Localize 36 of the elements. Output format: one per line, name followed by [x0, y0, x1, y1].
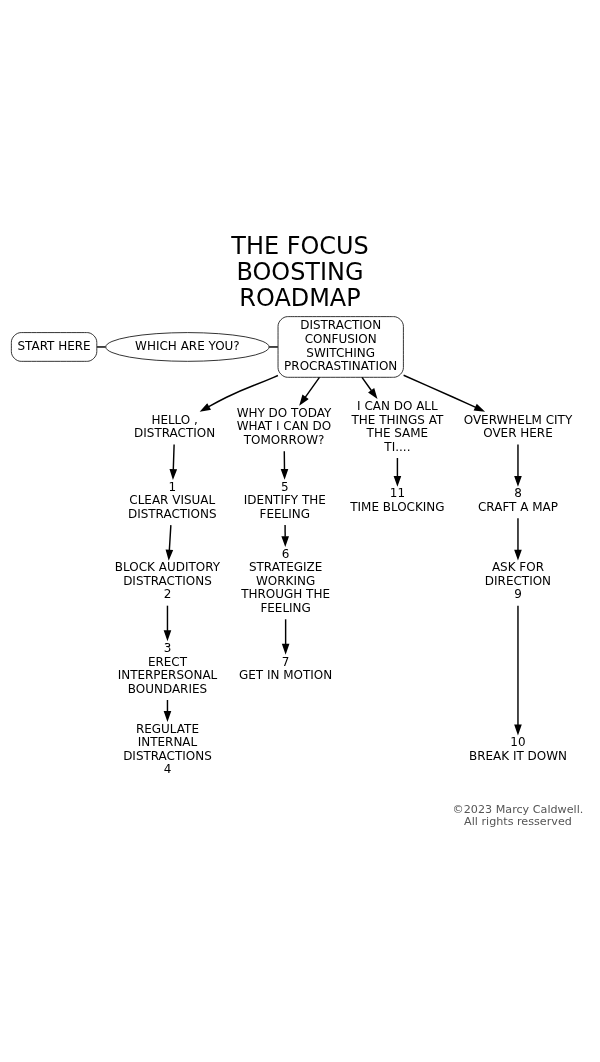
node-text: 1 CLEAR VISUAL DISTRACTIONS — [127, 479, 217, 521]
node-ellipse: WHICH ARE YOU? — [105, 332, 270, 362]
arrow — [393, 457, 402, 487]
diagram-title: THE FOCUS BOOSTING ROADMAP — [231, 231, 369, 313]
arrow — [514, 517, 522, 561]
arrow — [280, 450, 289, 480]
node-text: ASK FOR DIRECTION 9 — [484, 560, 552, 602]
node-text: 5 IDENTIFY THE FEELING — [243, 479, 326, 521]
connector — [96, 346, 107, 348]
node-text: OVERWHELM CITY OVER HERE — [463, 412, 573, 441]
node-text: I CAN DO ALL THE THINGS AT THE SAME TI.... — [351, 399, 444, 454]
arrow — [514, 604, 522, 736]
arrow — [514, 443, 522, 487]
arrow — [402, 374, 486, 412]
caption: ©2023 Marcy Caldwell. All rights resserved — [452, 802, 584, 828]
arrow — [361, 376, 378, 400]
arrow — [281, 618, 290, 655]
node-text: HELLO , DISTRACTION — [134, 412, 216, 441]
node-text: 7 GET IN MOTION — [239, 654, 333, 683]
arrow — [165, 524, 174, 561]
node-text: 6 STRATEGIZE WORKING THROUGH THE FEELING — [241, 546, 331, 616]
node-text: 3 ERECT INTERPERSONAL BOUNDARIES — [117, 640, 218, 696]
node-box: START HERE — [10, 332, 98, 362]
node-text: 8 CRAFT A MAP — [478, 486, 558, 515]
arrow — [299, 376, 321, 406]
arrow — [199, 374, 279, 412]
arrow — [169, 443, 178, 480]
node-text: WHY DO TODAY WHAT I CAN DO TOMORROW? — [236, 405, 332, 447]
arrow — [163, 604, 172, 642]
node-text: 11 TIME BLOCKING — [350, 486, 445, 515]
node-text: BLOCK AUDITORY DISTRACTIONS 2 — [114, 560, 221, 602]
node-text: REGULATE INTERNAL DISTRACTIONS 4 — [123, 721, 212, 777]
arrow — [281, 524, 289, 548]
connector — [268, 346, 279, 348]
node-text: 10 BREAK IT DOWN — [468, 735, 567, 763]
node-box: DISTRACTION CONFUSION SWITCHING PROCRASTINATION — [277, 316, 404, 378]
